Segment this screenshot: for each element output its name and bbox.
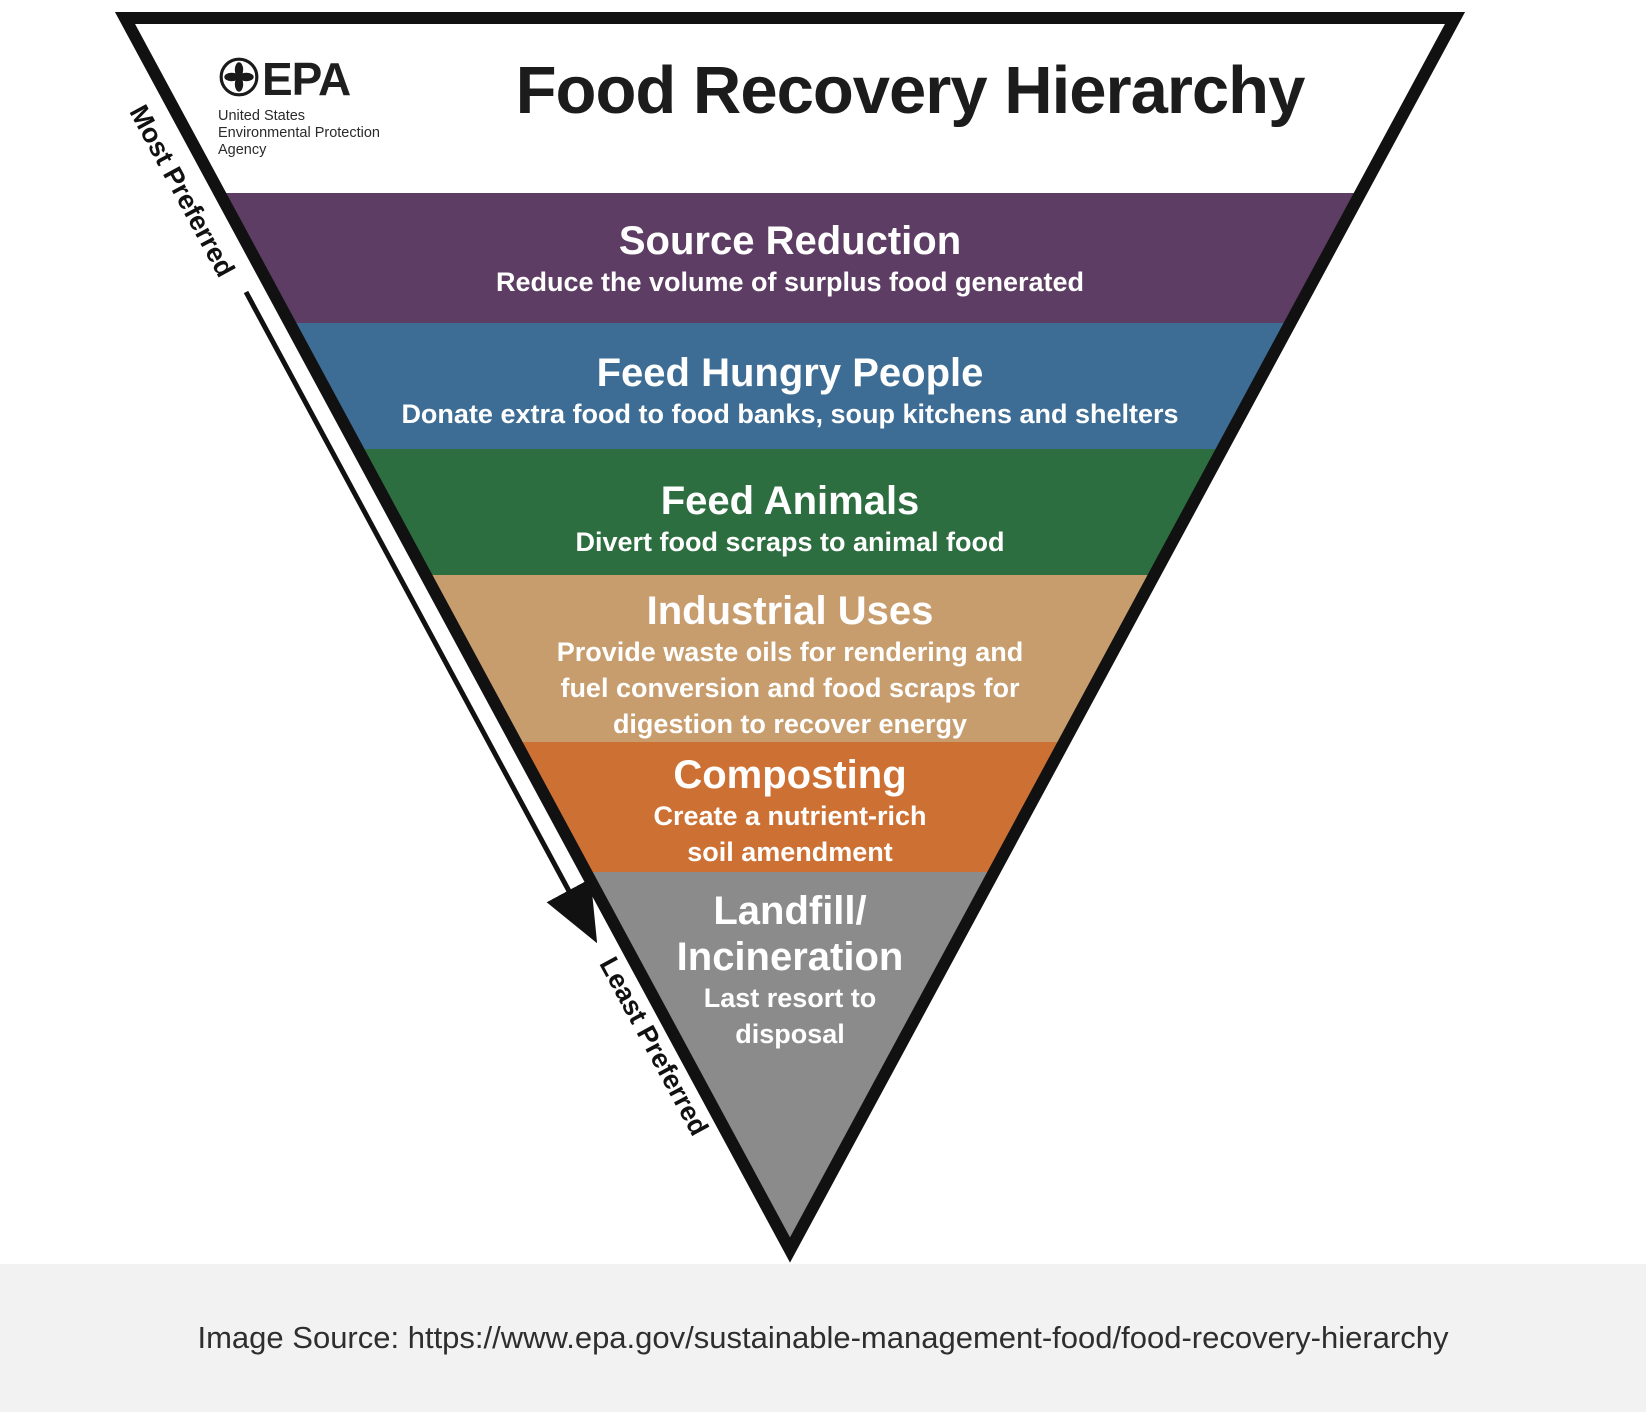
- tier-name: Industrial Uses: [646, 589, 934, 633]
- tier-description: Reduce the volume of surplus food genera…: [495, 267, 1085, 297]
- tier-feed-hungry-people: Feed Hungry People Donate extra food to …: [290, 350, 1290, 432]
- triangle-outline: [114, 12, 1466, 1263]
- tier-description: Create a nutrient-rich soil amendment: [653, 801, 927, 867]
- tier-name: Composting: [673, 753, 907, 797]
- tier-description: Divert food scraps to animal food: [575, 527, 1005, 557]
- tier-description: Last resort to disposal: [703, 983, 877, 1049]
- tier-feed-animals: Feed Animals Divert food scraps to anima…: [290, 478, 1290, 560]
- page-title: Food Recovery Hierarchy: [515, 53, 1306, 128]
- image-source-bar: Image Source: https://www.epa.gov/sustai…: [0, 1264, 1646, 1412]
- tier-description: Provide waste oils for rendering and fue…: [556, 637, 1024, 739]
- tier-name: Landfill/ Incineration: [676, 889, 904, 979]
- tier-name: Source Reduction: [618, 219, 962, 263]
- epa-logo-block: EPA United States Environmental Protecti…: [218, 52, 478, 159]
- tier-name: Feed Animals: [660, 479, 920, 523]
- tier-description: Donate extra food to food banks, soup ki…: [401, 399, 1179, 429]
- tier-industrial-uses: Industrial Uses Provide waste oils for r…: [290, 588, 1290, 742]
- tier-composting: Composting Create a nutrient-rich soil a…: [290, 752, 1290, 870]
- tier-name: Feed Hungry People: [596, 351, 984, 395]
- preference-arrow: [243, 290, 598, 944]
- tier-landfill-incineration: Landfill/ Incineration Last resort to di…: [290, 888, 1290, 1052]
- image-source-text: Image Source: https://www.epa.gov/sustai…: [197, 1320, 1449, 1355]
- epa-acronym: EPA: [262, 53, 351, 105]
- epa-org-name: United States Environmental Protection A…: [218, 108, 380, 158]
- epa-flower-icon: [218, 56, 260, 103]
- tier-band-source-reduction: [125, 193, 1455, 323]
- tier-source-reduction: Source Reduction Reduce the volume of su…: [290, 218, 1290, 300]
